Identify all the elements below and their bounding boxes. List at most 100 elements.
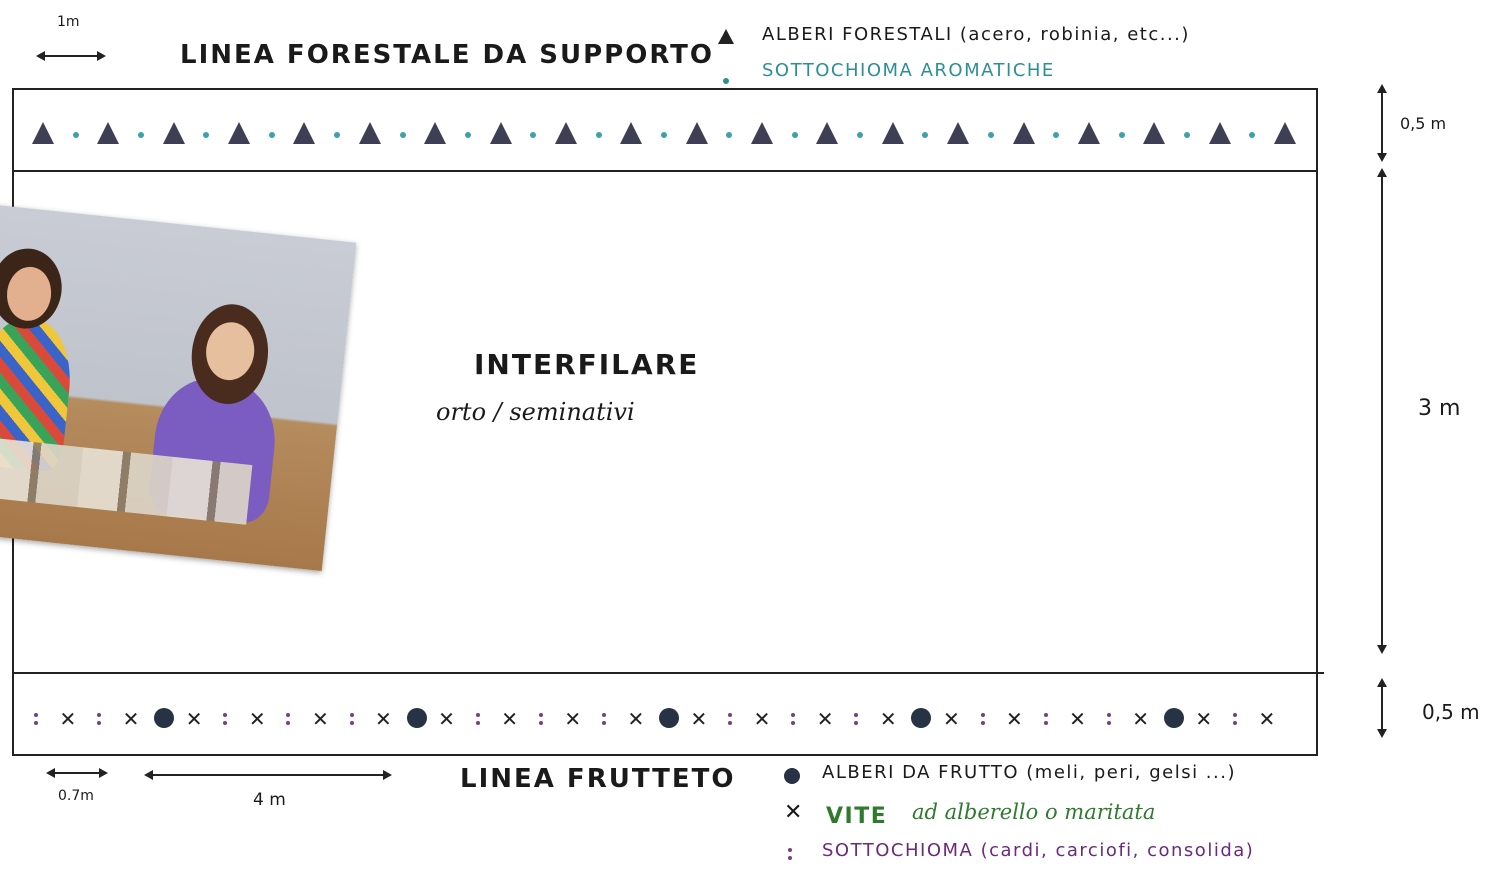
- understory-colon-icon: [34, 712, 38, 726]
- legend-vine-label: VITE: [826, 804, 888, 829]
- aromatic-dot-icon: [726, 132, 733, 138]
- scale-arrow: [36, 51, 106, 61]
- spacing-small-arrow: [46, 768, 108, 778]
- forest-tree-icon: [1012, 122, 1035, 144]
- aromatic-dot-icon: [987, 132, 994, 138]
- vine-x-icon: ✕: [690, 707, 708, 731]
- understory-colon-icon: [601, 712, 606, 726]
- vine-x-icon: ✕: [753, 707, 771, 731]
- vine-x-icon: ✕: [627, 707, 645, 731]
- vine-x-icon: ✕: [59, 707, 77, 731]
- vine-x-icon: ✕: [1258, 707, 1276, 731]
- dim-arrow-top: [1377, 84, 1387, 162]
- aromatic-dot-icon: [530, 132, 537, 138]
- forest-tree-icon: [489, 122, 512, 144]
- top-strip-divider: [12, 170, 1318, 172]
- legend-fruit-trees: ALBERI DA FRUTTO (meli, peri, gelsi ...): [822, 762, 1236, 783]
- aromatic-dot-icon: [857, 132, 864, 138]
- forest-tree-icon: [358, 122, 381, 144]
- forest-tree-icon: [947, 122, 970, 144]
- aromatic-dot-icon: [1118, 132, 1125, 138]
- legend-aromatic-understory: SOTTOCHIOMA AROMATICHE: [762, 60, 1055, 81]
- aromatic-dot-icon: [791, 132, 798, 138]
- vine-x-icon: ✕: [375, 707, 392, 731]
- vine-x-icon: ✕: [122, 707, 140, 731]
- vine-x-icon: ✕: [942, 707, 960, 731]
- spacing-large-label: 4 m: [253, 790, 286, 810]
- orchard-row: ✕✕✕✕✕✕✕✕✕✕✕✕✕✕✕✕✕✕✕✕: [28, 706, 1290, 732]
- colon-icon: [788, 846, 792, 865]
- vine-x-icon: ✕: [1195, 707, 1213, 731]
- forest-tree-icon: [751, 122, 774, 144]
- vine-x-icon: ✕: [816, 707, 834, 731]
- dim-top-label: 0,5 m: [1400, 114, 1447, 133]
- forest-tree-row: [32, 120, 1296, 146]
- forest-tree-icon: [1077, 122, 1100, 144]
- forest-tree-icon: [32, 122, 54, 144]
- understory-colon-icon: [1232, 712, 1237, 726]
- interrow-title: INTERFILARE: [474, 348, 700, 381]
- understory-colon-icon: [223, 712, 228, 726]
- forest-tree-icon: [554, 122, 577, 144]
- aromatic-dot-icon: [203, 132, 210, 138]
- forest-tree-icon: [1143, 122, 1166, 144]
- dim-arrow-bottom: [1377, 678, 1387, 738]
- scale-label: 1m: [57, 14, 80, 30]
- bottom-strip-divider: [12, 672, 1324, 674]
- vine-x-icon: ✕: [185, 707, 203, 731]
- aromatic-dot-icon: [399, 132, 406, 138]
- fruit-tree-icon: [154, 708, 175, 728]
- forest-tree-icon: [1274, 122, 1296, 144]
- vine-x-icon: ✕: [564, 707, 582, 731]
- legend-orchard-understory: SOTTOCHIOMA (cardi, carciofi, consolida): [822, 840, 1255, 861]
- understory-colon-icon: [980, 712, 985, 726]
- spacing-small-label: 0.7m: [58, 788, 94, 804]
- forest-tree-icon: [816, 122, 839, 144]
- aromatic-dot-icon: [334, 132, 341, 138]
- forest-tree-icon: [620, 122, 643, 144]
- aromatic-dot-icon: [464, 132, 471, 138]
- fruit-tree-icon: [1163, 708, 1184, 728]
- dim-arrow-middle: [1377, 168, 1387, 654]
- spacing-large-arrow: [144, 770, 392, 780]
- legend-vine-description: ad alberello o maritata: [912, 800, 1156, 824]
- vine-x-icon: ✕: [248, 707, 266, 731]
- workshop-photo: [0, 203, 357, 571]
- understory-colon-icon: [286, 712, 291, 726]
- aromatic-dot-icon: [1249, 132, 1256, 138]
- forest-tree-icon: [1208, 122, 1231, 144]
- forest-tree-icon: [97, 122, 120, 144]
- understory-colon-icon: [349, 712, 354, 726]
- vine-x-icon: ✕: [438, 707, 455, 731]
- forest-tree-icon: [424, 122, 447, 144]
- legend-forest-trees: ALBERI FORESTALI (acero, robinia, etc...…: [762, 24, 1190, 45]
- aromatic-dot-icon: [1053, 132, 1060, 138]
- dot-icon: [723, 69, 729, 88]
- understory-colon-icon: [97, 712, 102, 726]
- interrow-subtitle: orto / seminativi: [436, 398, 635, 426]
- dim-bottom-label: 0,5 m: [1422, 700, 1480, 724]
- vine-x-icon: ✕: [1069, 707, 1086, 731]
- aromatic-dot-icon: [138, 132, 145, 138]
- forest-tree-icon: [162, 122, 185, 144]
- aromatic-dot-icon: [595, 132, 602, 138]
- understory-colon-icon: [538, 712, 543, 726]
- circle-icon: [784, 768, 800, 788]
- forest-tree-icon: [293, 122, 316, 144]
- vine-x-icon: ✕: [879, 707, 897, 731]
- fruit-tree-icon: [406, 708, 427, 728]
- aromatic-dot-icon: [72, 132, 79, 138]
- vine-x-icon: ✕: [1132, 707, 1150, 731]
- understory-colon-icon: [854, 712, 859, 726]
- understory-colon-icon: [475, 712, 480, 726]
- triangle-icon: [718, 29, 734, 48]
- forest-tree-icon: [685, 122, 708, 144]
- fruit-tree-icon: [659, 708, 679, 728]
- vine-x-icon: ✕: [501, 707, 519, 731]
- bottom-strip-title: LINEA FRUTTETO: [460, 764, 736, 794]
- aromatic-dot-icon: [268, 132, 275, 138]
- dim-middle-label: 3 m: [1418, 396, 1461, 421]
- understory-colon-icon: [1043, 712, 1048, 726]
- aromatic-dot-icon: [661, 132, 667, 138]
- understory-colon-icon: [1106, 712, 1111, 726]
